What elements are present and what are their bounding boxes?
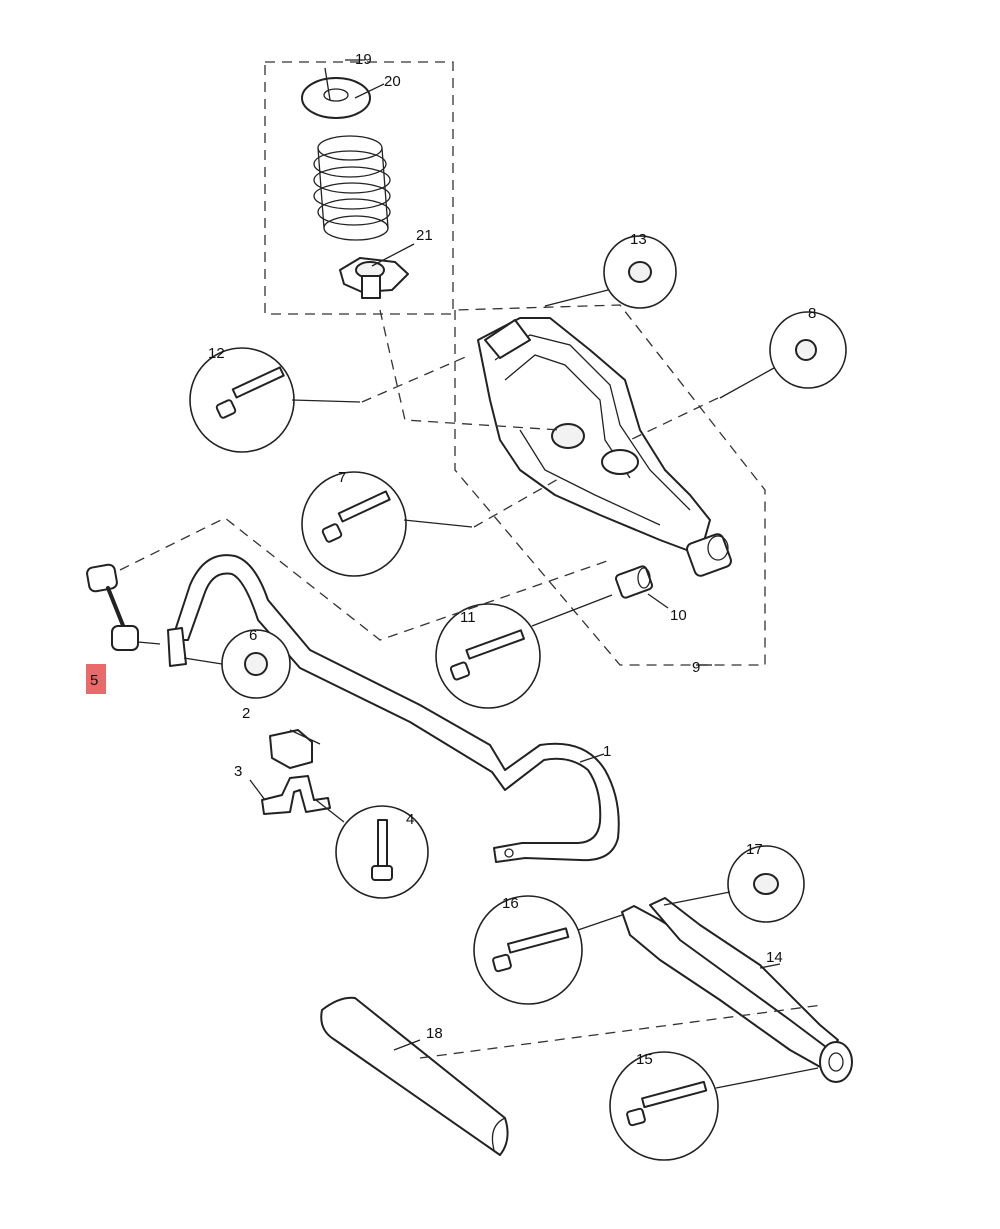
heat-shield [320,996,509,1156]
control-arm-dashed-box [454,304,766,666]
label-17: 17 [746,841,763,858]
label-19: 19 [355,51,372,68]
label-1: 1 [603,743,611,760]
stabilizer-bar-end [167,627,187,667]
coil-spring [313,135,391,241]
label-10: 10 [670,607,687,624]
spring-group-dashed-box [264,61,454,315]
label-5: 5 [90,672,98,689]
callout-circle-16 [473,895,623,1005]
label-12: 12 [208,345,225,362]
highlight-marker [86,664,106,694]
label-8: 8 [808,305,816,322]
label-15: 15 [636,1051,653,1068]
stabilizer-bar [167,554,620,863]
spring-assembly-group [264,61,454,315]
label-20: 20 [384,73,401,90]
lower-control-arm-group [454,304,766,666]
shield-dashed-line [419,1004,823,1059]
trailing-arm [621,897,853,1083]
bushing [614,565,654,599]
label-13: 13 [630,231,647,248]
label-16: 16 [502,895,519,912]
label-21: 21 [416,227,433,244]
spring-dashed-line [379,309,561,431]
lower-control-arm [477,317,711,556]
label-4: 4 [406,811,414,828]
callout-circle-4 [315,799,429,899]
spring-upper-seat [301,77,371,119]
callout-circle-15 [609,1051,819,1161]
label-2: 2 [242,705,250,722]
stabilizer-clamp [261,775,331,815]
control-arm-front-bracket [484,319,531,359]
callout-circle-11 [435,594,613,709]
stabilizer-link [86,563,161,651]
callout-circle-17 [663,845,805,923]
control-arm-bushing-housing [686,533,732,577]
callout-circle-6 [183,629,291,699]
link-dashed-line [119,517,611,641]
label-14: 14 [766,949,783,966]
label-6: 6 [249,627,257,644]
label-7: 7 [338,469,346,486]
callout-circle-13 [544,235,677,309]
callout-circle-7 [301,471,561,577]
label-11: 11 [460,609,476,626]
label-18: 18 [426,1025,443,1042]
callout-circle-12 [189,347,471,453]
label-3: 3 [234,763,242,780]
label-9: 9 [692,659,700,676]
callout-circle-8 [629,311,847,441]
stabilizer-bushing [269,729,313,769]
